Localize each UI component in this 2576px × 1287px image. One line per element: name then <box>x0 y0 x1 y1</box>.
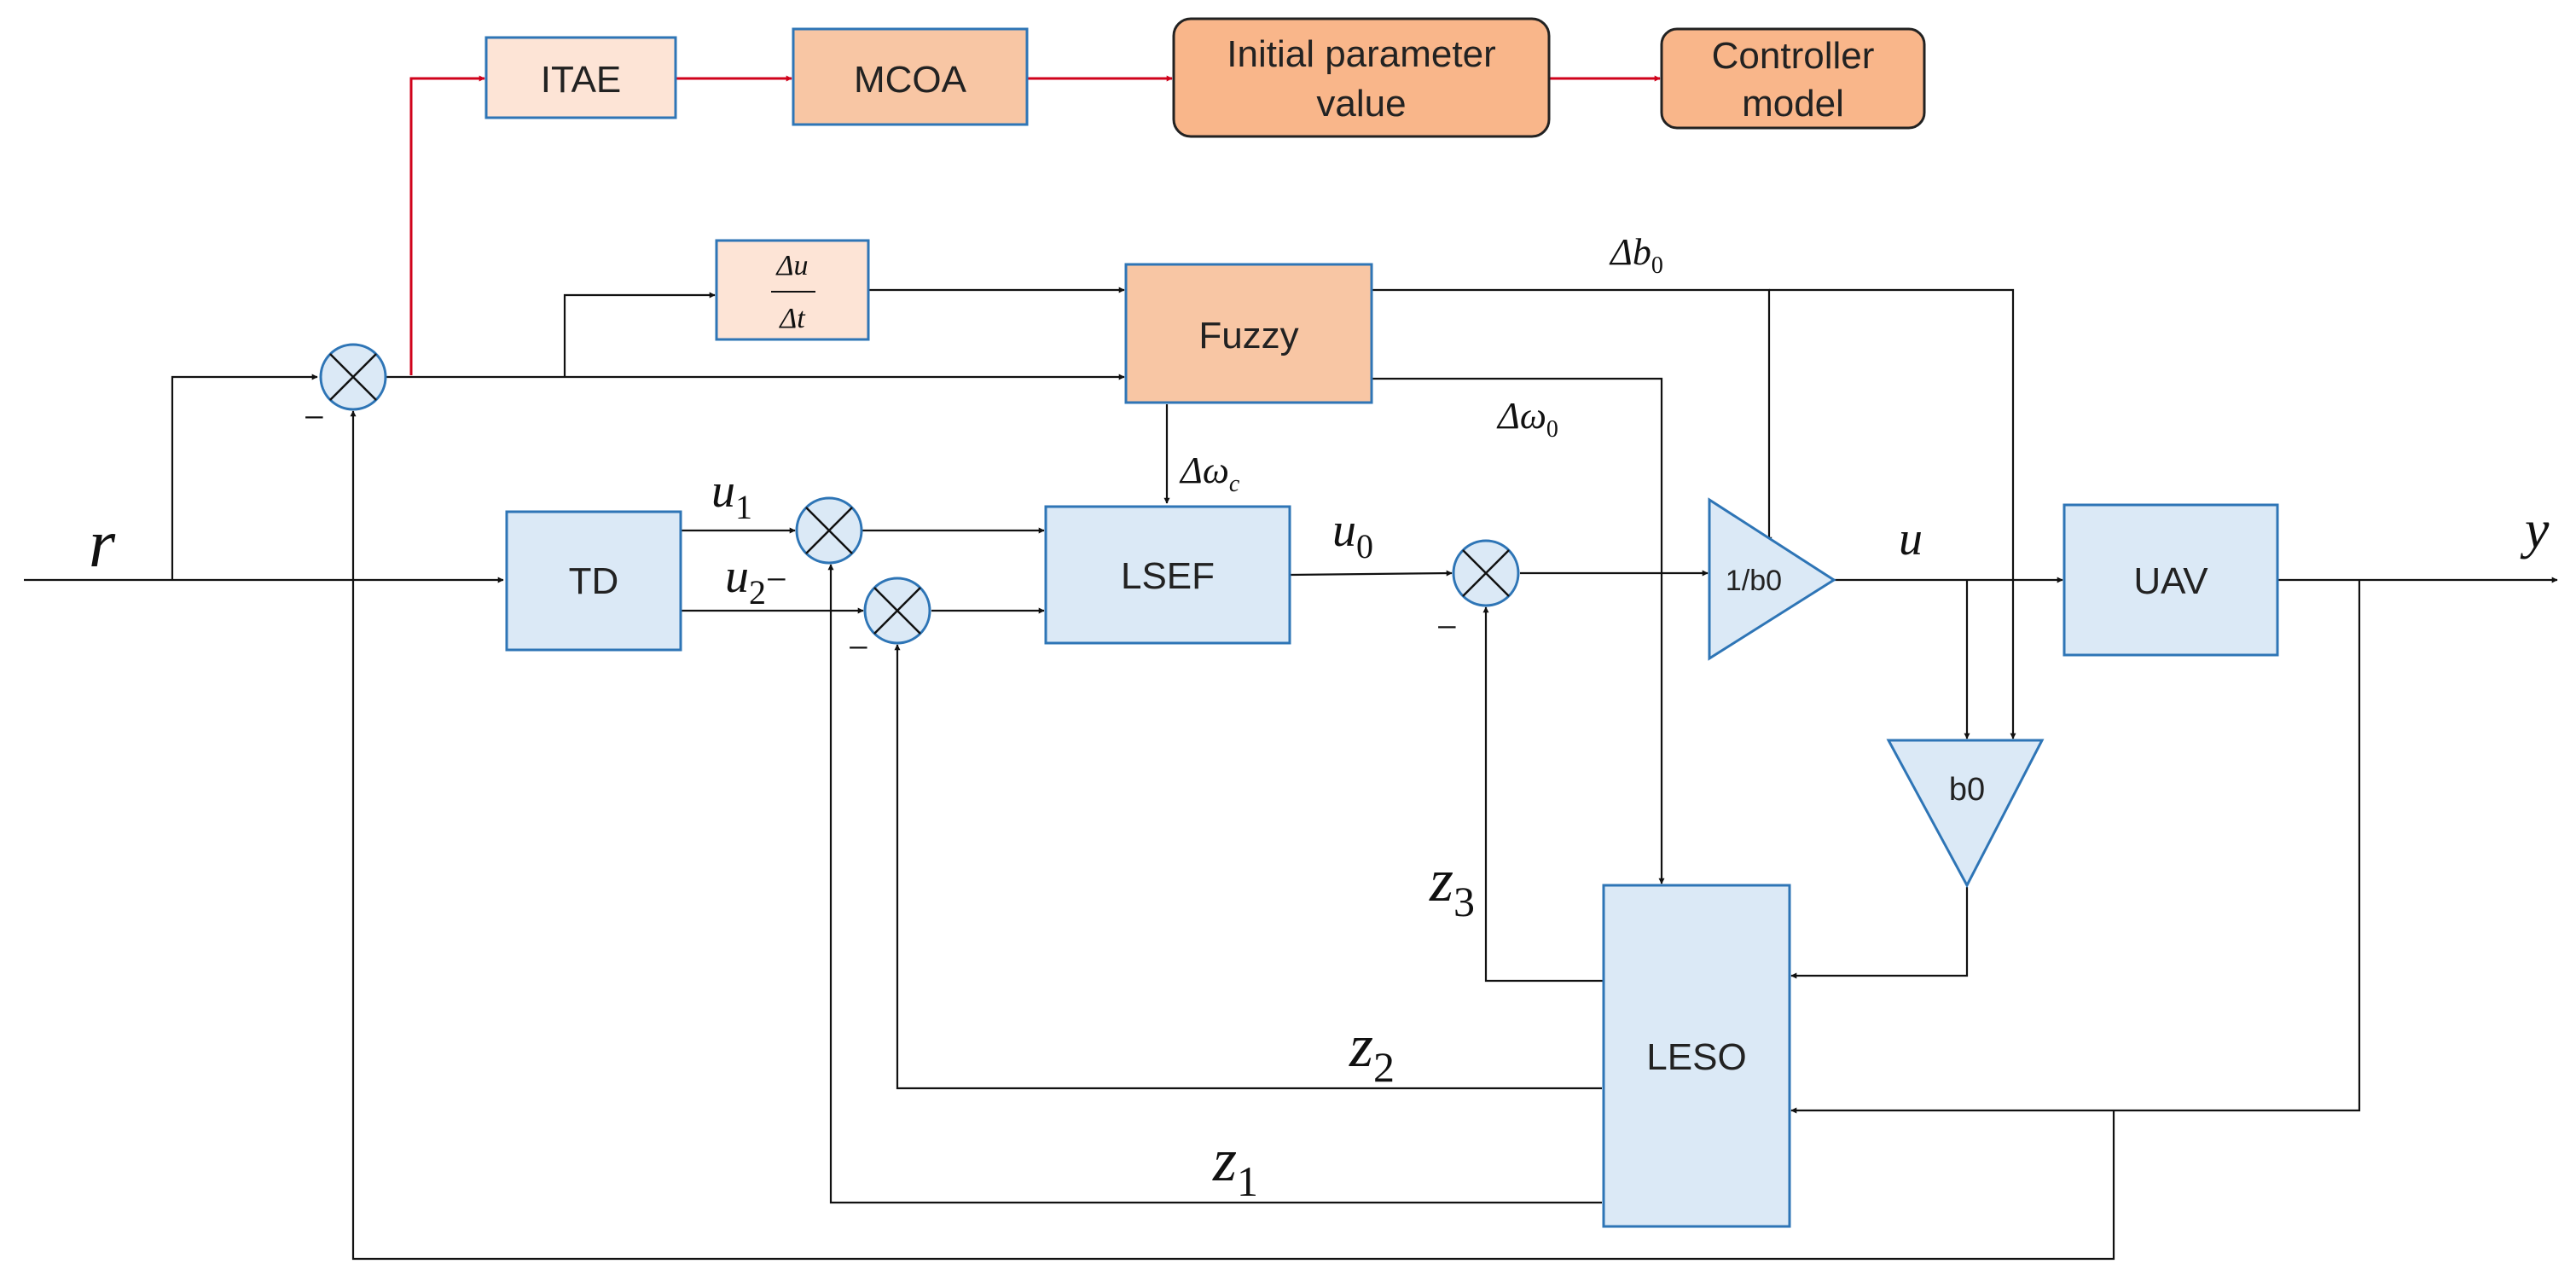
wire-fuzzy-to-b0 <box>1769 288 2016 739</box>
signal-labels: r y u u1 u2− u0 z3 z2 z1 Δb0 Δω0 Δωc − −… <box>89 231 2550 1205</box>
signal-r: r <box>89 507 116 582</box>
gain-b0-block: b0 <box>1886 739 2045 889</box>
minus-sign-u0: − <box>1436 606 1458 648</box>
gain-inv-b0-block: 1/b0 <box>1708 497 1836 661</box>
leso-block: LESO <box>1602 884 1791 1228</box>
td-label: TD <box>569 560 619 602</box>
signal-delta-w0: Δω0 <box>1496 395 1558 443</box>
derivative-denominator: Δt <box>778 303 806 334</box>
itae-label: ITAE <box>541 59 622 101</box>
minus-sign-u2: − <box>848 627 869 669</box>
initial-parameter-label-line1: Initial parameter <box>1227 33 1495 75</box>
wire-z1 <box>827 564 1602 1204</box>
controller-model-label-line2: model <box>1742 83 1844 125</box>
controller-model-label-line1: Controller <box>1712 35 1875 77</box>
fuzzy-block: Fuzzy <box>1124 263 1373 404</box>
initial-parameter-block: Initial parameter value <box>1172 17 1551 138</box>
td-block: TD <box>505 510 682 652</box>
mcoa-block: MCOA <box>792 27 1029 126</box>
gain-inv-label: 1/b0 <box>1726 565 1782 597</box>
signal-delta-b0: Δb0 <box>1609 231 1663 279</box>
wire-fuzzy-to-leso <box>1372 377 1665 884</box>
signal-z1: z1 <box>1212 1126 1258 1205</box>
wire-r-to-error-sum <box>171 374 318 580</box>
leso-label: LESO <box>1646 1036 1746 1078</box>
summing-junction-u1 <box>795 496 863 565</box>
signal-y: y <box>2520 499 2550 559</box>
wire-y-feedback-to-error <box>350 410 2115 1261</box>
signal-z3: z3 <box>1429 846 1475 925</box>
fuzzy-label: Fuzzy <box>1198 315 1298 357</box>
gain-b0-label: b0 <box>1949 772 1985 808</box>
wire-error-to-derivative <box>563 292 716 377</box>
summing-junction-u2 <box>863 577 931 645</box>
mcoa-label: MCOA <box>854 59 967 101</box>
red-arrow-to-itae <box>409 75 485 375</box>
wire-lsef-to-sum3 <box>1289 570 1453 577</box>
signal-z2: z2 <box>1349 1012 1395 1091</box>
signal-wires <box>24 287 2558 1261</box>
itae-block: ITAE <box>484 36 677 119</box>
derivative-numerator: Δu <box>775 250 809 281</box>
initial-parameter-label-line2: value <box>1316 83 1406 125</box>
signal-u: u <box>1899 513 1923 565</box>
uav-label: UAV <box>2133 560 2208 602</box>
wire-y-to-leso <box>1790 580 2361 1114</box>
uav-block: UAV <box>2063 503 2279 657</box>
wire-z3 <box>1482 606 1604 983</box>
summing-junction-error <box>319 343 387 411</box>
summing-junction-u0 <box>1452 539 1520 607</box>
lsef-block: LSEF <box>1044 505 1291 645</box>
signal-delta-wc: Δωc <box>1179 449 1240 497</box>
signal-u2: u2− <box>725 550 787 612</box>
signal-u1: u1 <box>711 465 752 526</box>
wire-z2 <box>894 644 1602 1090</box>
derivative-block: Δu Δt <box>715 239 870 341</box>
wire-b0-to-leso <box>1790 887 1969 979</box>
controller-model-block: Controller model <box>1660 27 1926 130</box>
lsef-label: LSEF <box>1121 555 1215 597</box>
optimization-chain: ITAE MCOA Initial parameter value Contro… <box>409 17 1926 375</box>
signal-u0: u0 <box>1332 504 1373 565</box>
minus-sign-error: − <box>304 397 325 438</box>
